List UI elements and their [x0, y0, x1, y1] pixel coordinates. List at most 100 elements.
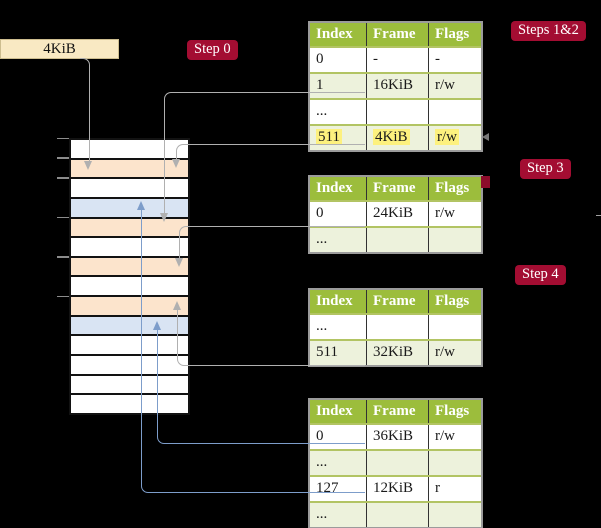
memory-frame-row-table	[71, 257, 188, 276]
tick-mark	[57, 256, 69, 258]
arrow-t4-idx127-to-12kib-head	[137, 201, 146, 210]
table-cell: r/w	[428, 202, 481, 226]
tick-mark	[57, 177, 69, 179]
table-cell	[428, 503, 481, 527]
arrow-t1-idx511-to-4kib-head	[172, 159, 181, 168]
memory-frame-row-plain	[71, 356, 188, 374]
table-row: ...	[310, 98, 481, 124]
table-header-cell: Frame	[366, 177, 428, 200]
table-cell: 0	[316, 51, 324, 67]
arrow-t3-idx511-to-32kib-head	[173, 301, 182, 310]
cropped-line-remnant	[596, 214, 601, 216]
table-cell: 511	[310, 126, 366, 150]
table-cell: ...	[316, 454, 328, 470]
memory-frame-row-plain	[71, 395, 188, 413]
table-header-cell: Frame	[366, 23, 428, 46]
table-cell	[366, 228, 428, 252]
table-header-cell: Index	[316, 403, 353, 419]
memory-frame-row-plain	[71, 336, 188, 355]
highlighted-value: 511	[316, 129, 342, 145]
memory-frame-row-plain	[71, 375, 188, 394]
table-cell	[428, 451, 481, 475]
table-row: ...	[310, 501, 481, 527]
table-header-cell: Frame	[366, 290, 428, 313]
table-cell	[366, 451, 428, 475]
arrow-t2-idx0-to-24kib	[179, 226, 365, 259]
table-cell	[428, 228, 481, 252]
memory-frame-row-table	[71, 297, 188, 315]
highlighted-value: 4KiB	[373, 129, 410, 145]
memory-frame-row-plain	[71, 238, 188, 256]
table-cell: 0	[316, 205, 324, 221]
cropped-red-remnant	[481, 176, 490, 188]
arrow-t1-idx1-to-16kib	[164, 92, 365, 214]
memory-frame-row-plain	[71, 140, 188, 158]
table-cell: r/w	[428, 126, 481, 150]
table-row: 0--	[310, 46, 481, 72]
table-cell: 12KiB	[366, 477, 428, 501]
memory-frame-row-page	[71, 198, 188, 217]
table-cell: 0	[316, 428, 324, 444]
memory-frame-row-plain	[71, 277, 188, 296]
tick-mark	[57, 216, 69, 219]
table-row: ...	[310, 313, 481, 339]
memory-frame-row-plain	[71, 179, 188, 197]
frame-size-label-box: 4KiB	[0, 39, 119, 59]
table-header-cell: Flags	[428, 400, 481, 423]
table-cell: 1	[316, 77, 324, 93]
arrow-frame-box-to-4kib-head	[84, 161, 93, 170]
table-cell: ...	[316, 231, 328, 247]
step-3-badge: Step 3	[520, 159, 571, 179]
step-4-badge: Step 4	[515, 265, 566, 285]
arrow-t1-idx511-to-4kib	[176, 144, 365, 160]
table-header-cell: Index	[316, 293, 353, 309]
table-cell: r	[428, 477, 481, 501]
arrow-t4-idx0-to-36kib-head	[153, 321, 162, 330]
memory-frame-row-table	[71, 159, 188, 178]
table-cell: r/w	[428, 425, 481, 449]
table-cell	[366, 100, 428, 124]
table-row: ...	[310, 449, 481, 475]
table-cell: 16KiB	[366, 74, 428, 98]
step-0-badge: Step 0	[187, 40, 238, 60]
arrow-t4-idx0-to-36kib	[157, 329, 365, 444]
tick-mark	[57, 157, 69, 159]
highlighted-value: r/w	[435, 129, 459, 145]
arrow-t1-idx1-to-16kib-head	[160, 213, 169, 222]
table-row: 511 4KiB r/w	[310, 124, 481, 150]
arrow-t2-idx0-to-24kib-head	[175, 258, 184, 267]
table-cell: -	[366, 48, 428, 72]
table-header-cell: Index	[316, 180, 353, 196]
arrow-t3-idx511-to-32kib	[177, 309, 365, 366]
table-cell: ...	[316, 506, 328, 522]
table-cell: r/w	[428, 341, 481, 365]
physical-memory-column	[69, 138, 190, 415]
table-cell	[428, 315, 481, 339]
table-header-cell: Flags	[428, 23, 481, 46]
table-cell: 511	[316, 344, 338, 360]
table-row: ...	[310, 226, 481, 252]
tick-mark	[57, 137, 69, 139]
table-cell: 24KiB	[366, 202, 428, 226]
table-header-cell: Frame	[366, 400, 428, 423]
cropped-arrowhead-remnant	[482, 133, 489, 141]
table-cell: ...	[316, 103, 328, 119]
table-header-cell: Flags	[428, 177, 481, 200]
tick-mark	[57, 295, 69, 298]
table-cell	[366, 315, 428, 339]
table-header-cell: Index	[316, 26, 353, 42]
table-header-cell: Flags	[428, 290, 481, 313]
table-cell: 4KiB	[366, 126, 428, 150]
table-cell: ...	[316, 318, 328, 334]
arrow-t4-idx127-to-12kib	[141, 209, 365, 493]
memory-frame-row-table	[71, 218, 188, 237]
